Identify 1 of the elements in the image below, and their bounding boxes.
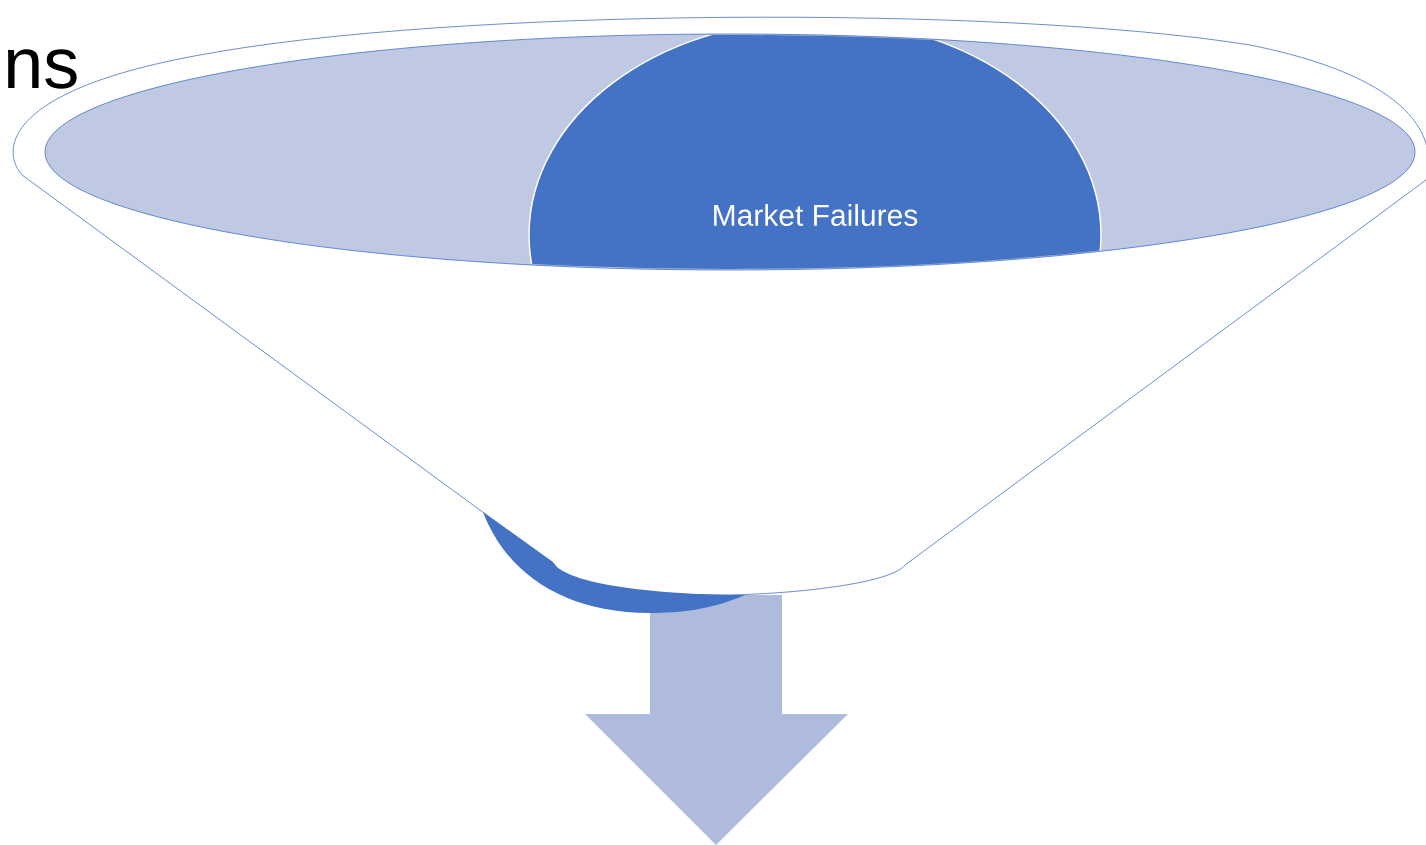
title-text: ns xyxy=(8,49,77,89)
